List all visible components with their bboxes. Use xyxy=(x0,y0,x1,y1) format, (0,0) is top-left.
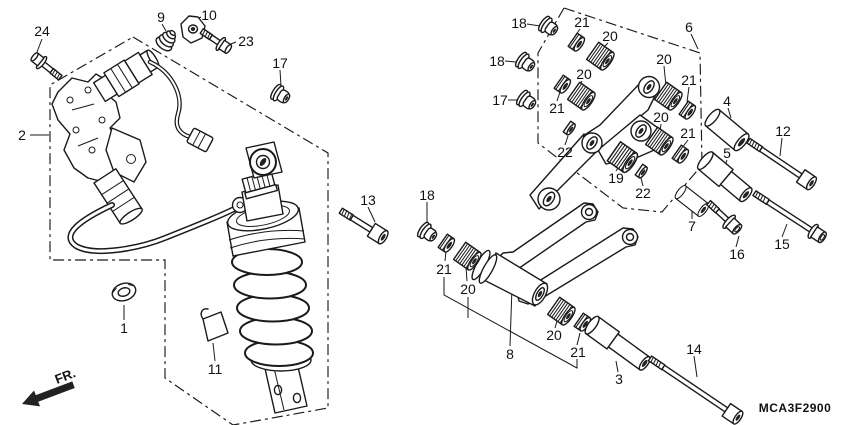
bolt-14 xyxy=(647,355,744,425)
part-label-20: 20 xyxy=(653,109,669,125)
mud-flap xyxy=(200,308,229,342)
boundary-shock-assembly xyxy=(49,36,329,425)
part-label-16: 16 xyxy=(729,246,745,262)
collar-5 xyxy=(696,151,753,203)
collar-3 xyxy=(584,315,651,371)
grommet-9 xyxy=(155,29,177,52)
part-label-4: 4 xyxy=(723,93,731,109)
rocker-boss-top xyxy=(637,75,661,99)
fr-label: FR. xyxy=(53,365,78,387)
rocker-boss-foot xyxy=(537,187,561,211)
part-label-12: 12 xyxy=(775,123,791,139)
part-label-21: 21 xyxy=(680,125,696,141)
cap-nut-17-right xyxy=(514,88,540,114)
preload-adjuster-knob xyxy=(241,170,279,200)
part-label-20: 20 xyxy=(460,281,476,297)
part-label-2: 2 xyxy=(18,127,26,143)
bolt-12 xyxy=(746,137,818,191)
cap-nut-17-left xyxy=(268,82,294,108)
part-label-21: 21 xyxy=(549,100,565,116)
cable-clamp xyxy=(111,282,137,302)
part-label-20: 20 xyxy=(656,51,672,67)
lock-nuts-21 xyxy=(437,32,699,334)
bolt-16 xyxy=(706,199,743,235)
part-label-7: 7 xyxy=(688,218,696,234)
part-label-19: 19 xyxy=(608,170,624,186)
part-label-18: 18 xyxy=(489,53,505,69)
part-label-8: 8 xyxy=(506,346,514,362)
bolt-23 xyxy=(199,28,233,54)
part-label-24: 24 xyxy=(34,23,50,39)
bolt-13 xyxy=(338,207,389,245)
part-label-14: 14 xyxy=(686,341,702,357)
dust-seal-caps-18 xyxy=(415,14,562,246)
part-label-5: 5 xyxy=(723,145,731,161)
part-label-21: 21 xyxy=(574,14,590,30)
actuator-assembly xyxy=(51,49,160,225)
bearing-20 xyxy=(566,81,598,113)
bolt-15 xyxy=(752,190,828,244)
part-label-20: 20 xyxy=(602,28,618,44)
rocker-boss-left xyxy=(581,132,603,154)
part-label-9: 9 xyxy=(157,9,165,25)
part-label-11: 11 xyxy=(208,361,223,377)
bearing-20 xyxy=(546,296,578,328)
part-label-18: 18 xyxy=(419,187,435,203)
part-label-13: 13 xyxy=(360,192,376,208)
part-label-20: 20 xyxy=(546,327,562,343)
shock-upper-eye xyxy=(245,141,283,179)
actuator-cable xyxy=(147,59,214,153)
rocker-boss-mid xyxy=(630,120,652,142)
part-label-17: 17 xyxy=(492,92,508,108)
coil-spring xyxy=(231,248,314,367)
part-label-10: 10 xyxy=(201,7,217,23)
part-label-21: 21 xyxy=(681,72,697,88)
part-label-23: 23 xyxy=(238,33,254,49)
shock-absorber xyxy=(226,141,314,414)
boundary-rocker-assembly xyxy=(537,7,703,213)
part-label-17: 17 xyxy=(272,55,288,71)
cable-connector xyxy=(186,127,214,153)
part-label-21: 21 xyxy=(436,261,452,277)
hydraulic-hose xyxy=(67,202,241,255)
bracket-10 xyxy=(180,15,206,44)
bolt-24 xyxy=(30,52,63,81)
callout-labels: 24 9 10 23 2 17 13 1 11 18 21 20 6 18 20… xyxy=(18,7,791,387)
part-label-22: 22 xyxy=(635,185,651,201)
part-label-1: 1 xyxy=(120,320,128,336)
part-label-15: 15 xyxy=(774,236,790,252)
part-label-21: 21 xyxy=(570,344,586,360)
part-label-20: 20 xyxy=(576,66,592,82)
part-label-3: 3 xyxy=(615,371,623,387)
actuator-cylinder xyxy=(93,168,143,225)
part-label-22: 22 xyxy=(557,144,573,160)
part-label-18: 18 xyxy=(511,15,527,31)
part-label-6: 6 xyxy=(685,19,693,35)
fr-direction-arrow: FR. xyxy=(22,365,78,407)
diagram-code: MCA3F2900 xyxy=(759,401,832,415)
cushion-connecting-rod xyxy=(471,202,639,307)
